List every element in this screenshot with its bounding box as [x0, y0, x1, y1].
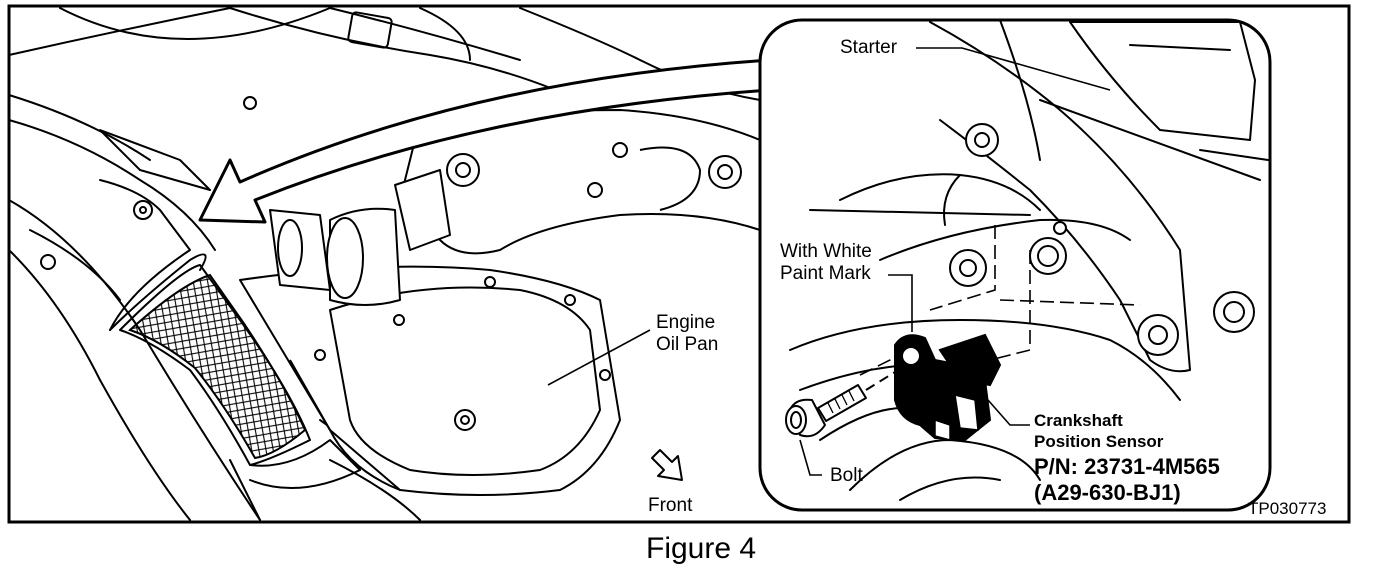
label-bolt: Bolt: [830, 465, 863, 486]
inset-bolts: [949, 123, 1255, 356]
label-oil-pan: Oil Pan: [656, 334, 719, 355]
label-with-white-line2: Paint Mark: [780, 263, 871, 284]
label-tp-code: TP030773: [1248, 499, 1327, 518]
inset-detail: [758, 18, 1272, 512]
label-position-sensor: Position Sensor: [1034, 432, 1164, 451]
engine-bracket: [243, 96, 761, 306]
label-engine: Engine: [656, 312, 716, 333]
crankshaft-sensor: [894, 333, 1002, 442]
front-arrow-icon: [651, 449, 683, 481]
label-front: Front: [648, 495, 693, 516]
alignment-lines: [859, 225, 1141, 376]
label-with-white-line1: With White: [780, 241, 872, 262]
figure-caption: Figure 4: [646, 532, 757, 565]
label-alt-number: (A29-630-BJ1): [1034, 480, 1181, 505]
label-crankshaft: Crankshaft: [1034, 411, 1123, 430]
flex-pipe: [128, 273, 307, 460]
leader-lines-inset: [799, 47, 1111, 476]
bolt-part: [785, 371, 896, 438]
inset-frame: [758, 18, 1272, 512]
leader-lines-left: [547, 329, 651, 386]
oil-pan: [239, 265, 621, 496]
label-starter: Starter: [840, 37, 898, 58]
label-part-number: P/N: 23731-4M565: [1034, 454, 1220, 479]
